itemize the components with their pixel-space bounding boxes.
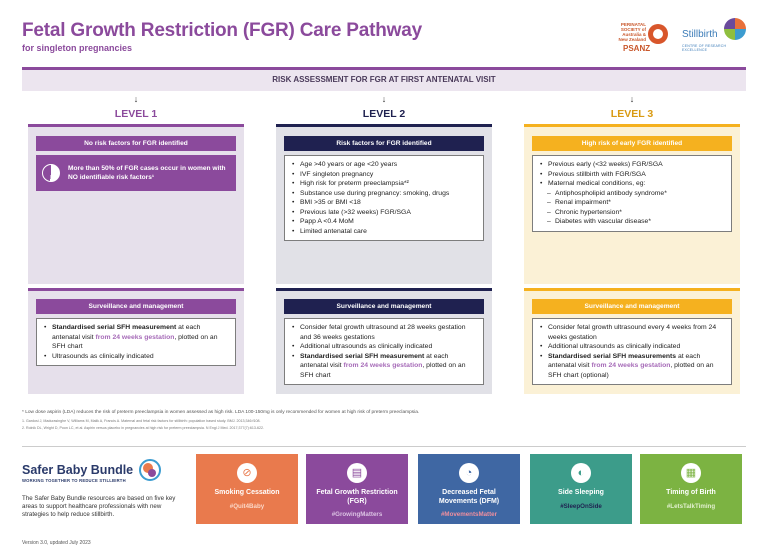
tile-name: Smoking Cessation [214,489,280,496]
fetal-movement-icon: ◔ [459,463,479,483]
risk-assessment-label: RISK ASSESSMENT FOR FGR AT FIRST ANTENAT… [272,75,496,84]
level-1-statistic: More than 50% of FGR cases occur in wome… [36,155,236,191]
list-item: Additional ultrasounds as clinically ind… [539,342,725,352]
safer-baby-bundle-title: Safer Baby Bundle [22,463,134,477]
level-1-surveillance-panel: Surveillance and management Standardised… [28,288,244,394]
list-item: Papp A <0.4 MoM [291,217,477,227]
tile-name: Fetal Growth Restriction (FGR) [316,489,398,505]
list-item: Ultrasounds as clinically indicated [43,352,229,362]
level-2-risk-heading: Risk factors for FGR identified [284,136,484,151]
section-divider [22,446,746,447]
level-2-surveillance-heading: Surveillance and management [284,299,484,314]
tile-name: Decreased Fetal Movements (DFM) [438,489,500,505]
stillbirth-logo-name: Stillbirth [682,29,718,40]
stillbirth-logo-sub: CENTRE OF RESEARCH EXCELLENCE [682,44,727,52]
level-1-statistic-text: More than 50% of FGR cases occur in wome… [68,165,226,181]
level-2-risk-list: Age >40 years or age <20 years IVF singl… [284,155,484,241]
level-2-surveillance-panel: Surveillance and management Consider fet… [276,288,492,394]
list-item: Standardised serial SFH measurements at … [539,352,725,381]
level-2-label: LEVEL 2 [362,108,406,120]
level-3-label: LEVEL 3 [610,108,654,120]
list-item: Previous stillbirth with FGR/SGA [539,170,725,180]
list-item: IVF singleton pregnancy [291,170,477,180]
list-sub-item: Renal impairment* [539,198,725,208]
tile-hashtag: #GrowingMatters [331,511,383,518]
list-item: BMI >35 or BMI <18 [291,198,477,208]
list-item: Consider fetal growth ultrasound every 4… [539,323,725,342]
list-item: Additional ultrasounds as clinically ind… [291,342,477,352]
arrow-down-icon: ↓ [381,94,387,104]
arrow-down-icon: ↓ [133,94,139,104]
tile-hashtag: #Quit4Baby [229,502,265,510]
level-3-risk-heading: High risk of early FGR identified [532,136,732,151]
page-title: Fetal Growth Restriction (FGR) Care Path… [22,20,422,41]
psanz-logo-name: PSANZ [623,44,651,53]
tile-fetal-growth-restriction: ▤ Fetal Growth Restriction (FGR) #Growin… [306,454,408,524]
level-1-surveillance-heading: Surveillance and management [36,299,236,314]
list-item: Maternal medical conditions, eg: [539,179,725,189]
safer-baby-bundle-description: The Safer Baby Bundle resources are base… [22,495,176,518]
tile-hashtag: #LetsTalkTiming [666,502,716,510]
list-item: Substance use during pregnancy: smoking,… [291,189,477,199]
psanz-logo: PERINATAL SOCIETY of Australia & New Zea… [618,20,674,54]
tile-side-sleeping: ◐ Side Sleeping #SleepOnSide [530,454,632,524]
aspirin-footnote: * Low dose aspirin (LDA) reduces the ris… [22,410,420,415]
safer-baby-bundle-tagline: WORKING TOGETHER TO REDUCE STILLBIRTH [22,478,126,483]
risk-assessment-bar: RISK ASSESSMENT FOR FGR AT FIRST ANTENAT… [22,67,746,91]
list-item: Standardised serial SFH measurement at e… [43,323,229,352]
arrow-down-icon: ↓ [629,94,635,104]
psanz-emblem-icon [648,24,668,44]
level-3-surveillance-panel: Surveillance and management Consider fet… [524,288,740,394]
growth-chart-icon: ▤ [347,463,367,483]
calendar-icon: ▦ [681,463,701,483]
list-item: Limited antenatal care [291,227,477,237]
level-1-risk-heading: No risk factors for FGR identified [36,136,236,151]
level-2-surveillance-list: Consider fetal growth ultrasound at 28 w… [284,318,484,385]
level-3-risk-list: Previous early (<32 weeks) FGR/SGA Previ… [532,155,732,232]
psanz-logo-small-text: PERINATAL SOCIETY of Australia & New Zea… [618,22,646,42]
tile-name: Timing of Birth [666,489,716,496]
level-2-risk-panel: Risk factors for FGR identified Age >40 … [276,124,492,284]
stillbirth-cre-logo: Stillbirth CENTRE OF RESEARCH EXCELLENCE [682,18,748,54]
pie-chart-icon [42,164,60,182]
list-sub-item: Antiphospholipid antibody syndrome* [539,189,725,199]
tile-decreased-fetal-movements: ◔ Decreased Fetal Movements (DFM) #Movem… [418,454,520,524]
level-1-risk-panel: No risk factors for FGR identified More … [28,124,244,284]
tile-hashtag: #MovementsMatter [440,511,498,518]
tile-smoking-cessation: ⊘ Smoking Cessation #Quit4Baby [196,454,298,524]
version-label: Version 3.0, updated July 2023 [22,540,91,546]
tile-name: Side Sleeping [558,489,604,496]
level-1-label: LEVEL 1 [114,108,158,120]
list-item: Age >40 years or age <20 years [291,160,477,170]
safer-baby-bundle-logo-icon [139,459,161,481]
list-sub-item: Chronic hypertension* [539,208,725,218]
level-3-surveillance-heading: Surveillance and management [532,299,732,314]
list-item: Consider fetal growth ultrasound at 28 w… [291,323,477,342]
side-sleeping-icon: ◐ [571,463,591,483]
list-item: High risk for preterm preeclampsia*² [291,179,477,189]
level-1-surveillance-list: Standardised serial SFH measurement at e… [36,318,236,366]
tile-timing-of-birth: ▦ Timing of Birth #LetsTalkTiming [640,454,742,524]
page-subtitle: for singleton pregnancies [22,43,133,53]
stillbirth-emblem-icon [724,18,746,40]
reference-1: 1. Gardosi J, Madurasinghe V, Williams M… [22,419,261,423]
page-header: Fetal Growth Restriction (FGR) Care Path… [22,20,422,53]
no-smoking-icon: ⊘ [237,463,257,483]
level-3-risk-panel: High risk of early FGR identified Previo… [524,124,740,284]
level-3-surveillance-list: Consider fetal growth ultrasound every 4… [532,318,732,385]
list-item: Previous late (>32 weeks) FGR/SGA [291,208,477,218]
reference-2: 2. Rolnik DL, Wright D, Poon LC, et al. … [22,426,265,430]
tile-hashtag: #SleepOnSide [560,502,602,510]
list-item: Standardised serial SFH measurement at e… [291,352,477,381]
list-item: Previous early (<32 weeks) FGR/SGA [539,160,725,170]
list-sub-item: Diabetes with vascular disease* [539,217,725,227]
